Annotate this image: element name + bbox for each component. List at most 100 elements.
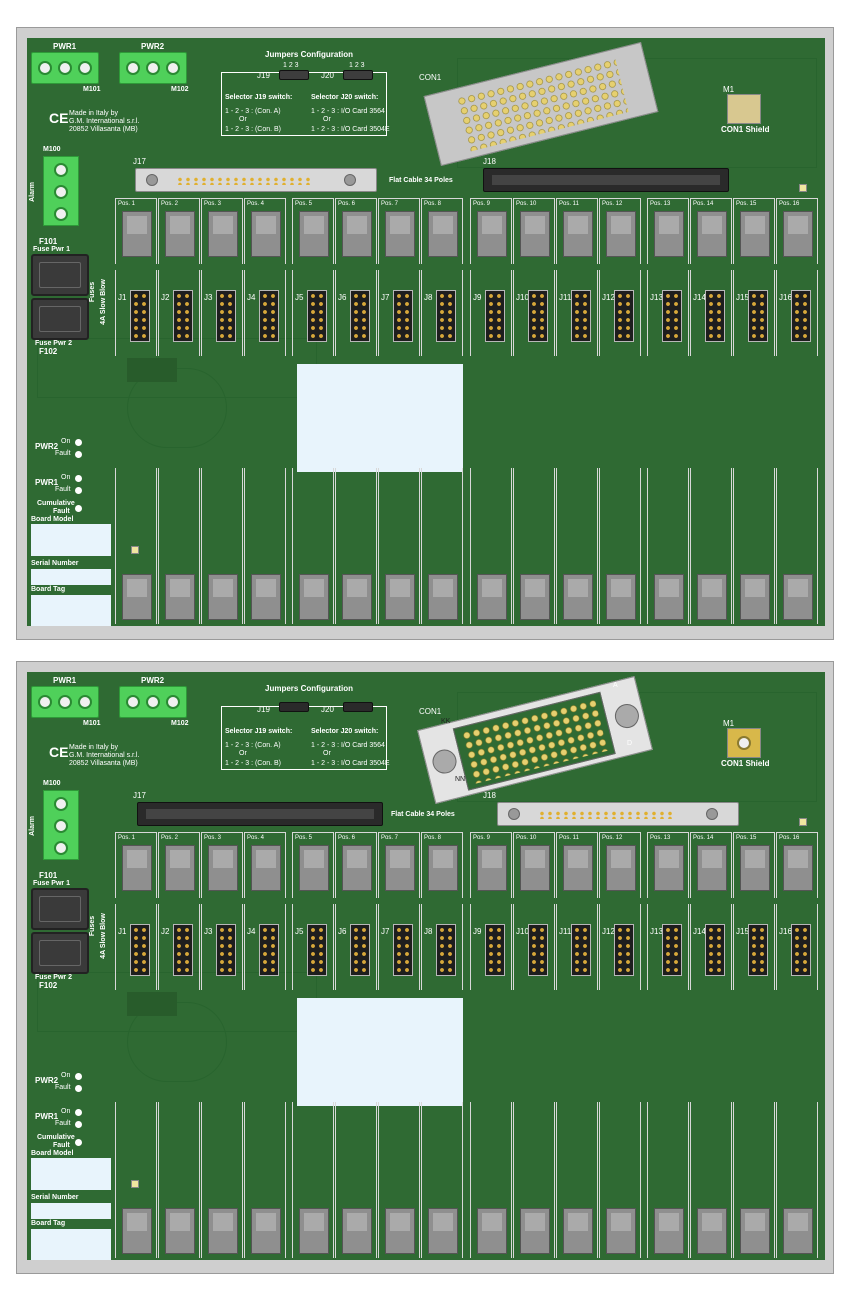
- slot-bottom-11: [556, 1102, 598, 1258]
- fuse-pwr2-label: Fuse Pwr 2: [35, 974, 72, 981]
- terminal-block: [165, 845, 195, 891]
- board-tag-label: Board Tag: [31, 586, 66, 593]
- jumper-label: J5: [295, 293, 304, 302]
- slot-bottom-13: [647, 1102, 689, 1258]
- pwr2-on-led: [75, 1073, 82, 1080]
- f101-label: F101: [39, 237, 58, 246]
- trace: [127, 368, 227, 448]
- terminal-block: [654, 1208, 684, 1254]
- jumper-header: [705, 924, 725, 976]
- terminal-screw: [126, 61, 140, 75]
- company-label: G.M. International s.r.l.: [69, 118, 140, 125]
- jumper-header: [528, 290, 548, 342]
- slot-bottom-3: [201, 468, 243, 624]
- slot-top-2: Pos. 2: [158, 832, 200, 898]
- slot-top-3: Pos. 3: [201, 198, 243, 264]
- slot-bottom-1: [115, 1102, 157, 1258]
- slot-bottom-9: [470, 468, 512, 624]
- jumper-header: [614, 924, 634, 976]
- terminal-block: [783, 1208, 813, 1254]
- slot-bottom-12: [599, 468, 641, 624]
- jumper-label: J12: [602, 927, 615, 936]
- terminal-block: [299, 845, 329, 891]
- slot-bottom-15: [733, 468, 775, 624]
- slot-bottom-14: [690, 468, 732, 624]
- terminal-block: [299, 1208, 329, 1254]
- j17-label: J17: [133, 157, 146, 166]
- terminal-block: [563, 845, 593, 891]
- con1-label: CON1: [419, 73, 442, 82]
- pwr2-on-label: On: [61, 438, 71, 445]
- jumpers-config-title: Jumpers Configuration: [265, 50, 354, 59]
- position-label: Pos. 13: [650, 201, 671, 207]
- slot-top-6: Pos. 6: [335, 832, 377, 898]
- pwr1-terminal: [31, 52, 99, 84]
- terminal-screw: [166, 695, 180, 709]
- m1-shield-terminal: [727, 728, 761, 758]
- terminal-block: [342, 211, 372, 257]
- terminal-block: [783, 845, 813, 891]
- slot-jumper-7: J7: [378, 270, 420, 356]
- slot-bottom-15: [733, 1102, 775, 1258]
- slot-top-6: Pos. 6: [335, 198, 377, 264]
- pwr2-fault-label: Fault: [55, 450, 71, 457]
- slot-jumper-12: J12: [599, 270, 641, 356]
- terminal-block: [606, 211, 636, 257]
- slot-bottom-11: [556, 468, 598, 624]
- jumper-label: J13: [650, 293, 663, 302]
- slot-bottom-7: [378, 1102, 420, 1258]
- terminal-block: [122, 1208, 152, 1254]
- slot-top-5: Pos. 5: [292, 832, 334, 898]
- slot-jumper-5: J5: [292, 904, 334, 990]
- jumper-label: J9: [473, 927, 482, 936]
- pwr1-fault-label: Fault: [55, 1120, 71, 1127]
- jumper-label: J14: [693, 927, 706, 936]
- address-label: 20852 Villasanta (MB): [69, 126, 138, 133]
- j20-header: [343, 70, 373, 80]
- jumper-label: J8: [424, 927, 433, 936]
- slot-top-2: Pos. 2: [158, 198, 200, 264]
- terminal-block: [165, 211, 195, 257]
- slot-jumper-2: J2: [158, 270, 200, 356]
- jumper-header: [350, 924, 370, 976]
- sel-j19-label: Selector J19 switch:: [225, 94, 293, 101]
- jumper-label: J10: [516, 293, 529, 302]
- terminal-block: [208, 211, 238, 257]
- position-label: Pos. 10: [516, 201, 537, 207]
- jumper-header: [216, 290, 236, 342]
- terminal-block: [428, 1208, 458, 1254]
- board-frame-bottom: PWR1 M101 PWR2 M102 CE Made in Italy by …: [16, 661, 834, 1274]
- terminal-block: [122, 574, 152, 620]
- jumper-label: J13: [650, 927, 663, 936]
- cumulative-label: Cumulative: [37, 500, 75, 507]
- test-point: [799, 184, 807, 192]
- terminal-screw: [54, 207, 68, 221]
- jumper-label: J14: [693, 293, 706, 302]
- terminal-block: [606, 845, 636, 891]
- jumper-header: [662, 290, 682, 342]
- slot-bottom-7: [378, 468, 420, 624]
- jumper-header: [130, 290, 150, 342]
- terminal-block: [385, 845, 415, 891]
- terminal-block: [122, 211, 152, 257]
- position-label: Pos. 14: [693, 835, 714, 841]
- terminal-block: [654, 211, 684, 257]
- m1-shield-terminal: [727, 94, 761, 124]
- trace: [127, 1002, 227, 1082]
- slot-top-8: Pos. 8: [421, 832, 463, 898]
- slot-top-7: Pos. 7: [378, 198, 420, 264]
- m1-screw-icon: [737, 736, 751, 750]
- board-frame-top: PWR1 M101 PWR2 M102 CE Made in Italy by …: [16, 27, 834, 640]
- j17-ribbon-connector: [137, 802, 383, 826]
- position-label: Pos. 4: [247, 835, 265, 841]
- pwr1-led-label: PWR1: [35, 478, 59, 487]
- terminal-block: [697, 574, 727, 620]
- pwr2-fault-led: [75, 451, 82, 458]
- board-tag-field: [31, 595, 111, 626]
- jumper-header: [748, 924, 768, 976]
- slot-top-16: Pos. 16: [776, 198, 818, 264]
- jumper-header: [436, 290, 456, 342]
- terminal-block: [563, 211, 593, 257]
- terminal-block: [165, 574, 195, 620]
- position-label: Pos. 12: [602, 835, 623, 841]
